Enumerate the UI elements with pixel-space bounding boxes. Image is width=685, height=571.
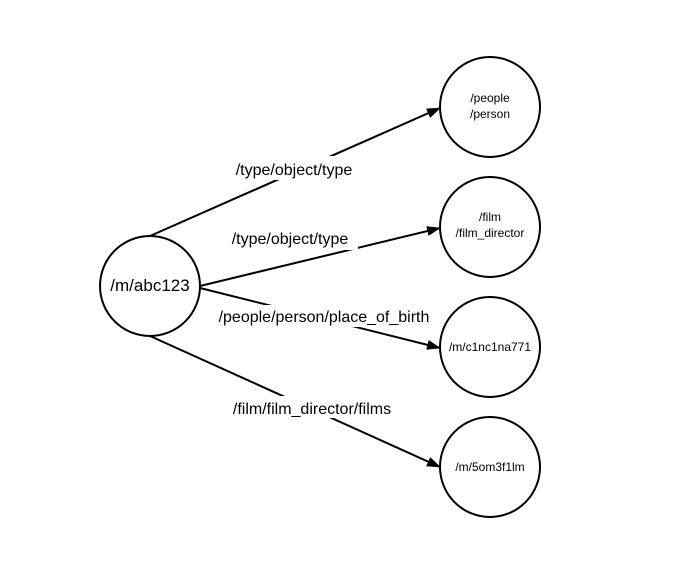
node-people-person-line-2: /person — [470, 107, 510, 121]
node-films-label: /m/5om3f1lm — [455, 460, 524, 474]
node-people-person-line-1: /people — [470, 91, 510, 105]
edge-label-place-of-birth: /people/person/place_of_birth — [219, 309, 430, 326]
edge-type-director-line — [199, 226, 441, 287]
node-films: /m/5om3f1lm — [439, 416, 541, 518]
edge-label-films: /film/film_director/films — [233, 401, 391, 418]
edge-label-type-director: /type/object/type — [232, 231, 349, 248]
node-film-director-line-1: /film — [479, 210, 501, 224]
edge-label-type-person: /type/object/type — [236, 162, 353, 179]
node-source: /m/abc123 — [99, 235, 201, 337]
node-place-label: /m/c1nc1na771 — [449, 340, 531, 354]
node-source-label: /m/abc123 — [110, 276, 189, 295]
node-people-person: /people /person — [439, 56, 541, 158]
node-place: /m/c1nc1na771 — [439, 296, 541, 398]
node-film-director: /film /film_director — [439, 176, 541, 278]
node-film-director-line-2: /film_director — [456, 226, 525, 240]
